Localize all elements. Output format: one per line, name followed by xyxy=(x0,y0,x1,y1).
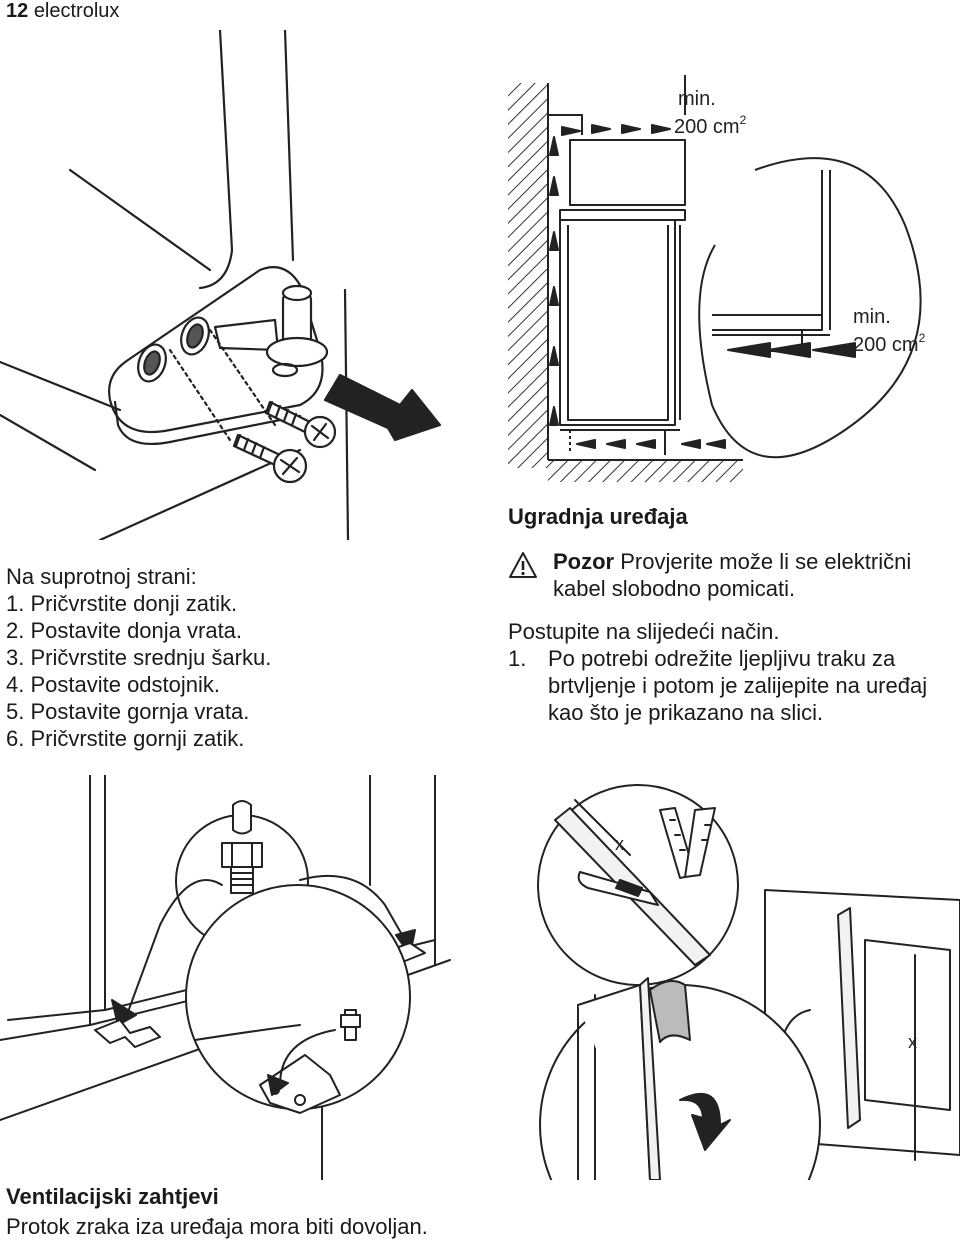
left-step-list: 1. Pričvrstite donji zatik. 2. Postavite… xyxy=(6,590,271,752)
left-step-item: 4. Postavite odstojnik. xyxy=(6,672,221,697)
ventilation-label-bottom-value: 200 cm xyxy=(853,334,919,356)
spacer-illustration xyxy=(0,775,451,1180)
left-intro: Na suprotnoj strani: xyxy=(6,564,197,589)
procedure-step-line-3: kao što je prikazano na slici. xyxy=(548,700,824,725)
caution-text-2: kabel slobodno pomicati. xyxy=(553,576,796,601)
seal-tape-illustration: x x xyxy=(537,784,960,1180)
ventilation-label-top-area: 200 cm2 xyxy=(674,113,747,138)
procedure-step-line-2: brtvljenje i potom je zalijepite na uređ… xyxy=(548,673,928,698)
procedure-step-number: 1. xyxy=(508,646,527,671)
ventilation-illustration: min. 200 cm2 min. 200 cm2 xyxy=(508,75,926,482)
left-step-item: 1. Pričvrstite donji zatik. xyxy=(6,591,238,616)
left-step-item: 3. Pričvrstite srednju šarku. xyxy=(6,645,272,670)
caution-label: Pozor xyxy=(553,549,615,574)
warning-triangle-icon xyxy=(509,552,537,578)
left-step-item: 2. Postavite donja vrata. xyxy=(6,618,243,643)
ventilation-label-top-sup: 2 xyxy=(740,113,747,127)
seal-dimension-label-1: x xyxy=(615,834,624,854)
procedure-step-line-1: Po potrebi odrežite ljepljivu traku za xyxy=(548,646,896,671)
hinge-illustration xyxy=(0,30,442,540)
ventilation-label-bottom-sup: 2 xyxy=(919,331,926,345)
section-heading-installation: Ugradnja uređaja xyxy=(508,504,688,529)
left-instructions: Na suprotnoj strani: 1. Pričvrstite donj… xyxy=(6,563,271,752)
left-step-item: 6. Pričvrstite gornji zatik. xyxy=(6,726,245,751)
caution-line-1: Pozor Provjerite može li se električni xyxy=(553,548,911,575)
procedure-intro: Postupite na slijedeći način. xyxy=(508,619,780,644)
brand-name: electrolux xyxy=(33,0,120,22)
page-number: 12 xyxy=(6,0,29,22)
page-header: 12 electrolux xyxy=(6,0,119,23)
section-heading-ventilation: Ventilacijski zahtjevi xyxy=(6,1184,219,1209)
ventilation-label-top-min: min. xyxy=(678,88,716,110)
caution-text-1: Provjerite može li se električni xyxy=(620,549,912,574)
ventilation-label-top-value: 200 cm xyxy=(674,116,740,138)
left-step-item: 5. Postavite gornja vrata. xyxy=(6,699,250,724)
seal-dimension-label-2: x xyxy=(908,1032,917,1052)
ventilation-label-bottom-area: 200 cm2 xyxy=(853,331,926,356)
ventilation-label-bottom-min: min. xyxy=(853,306,891,328)
ventilation-text: Protok zraka iza uređaja mora biti dovol… xyxy=(6,1214,428,1239)
